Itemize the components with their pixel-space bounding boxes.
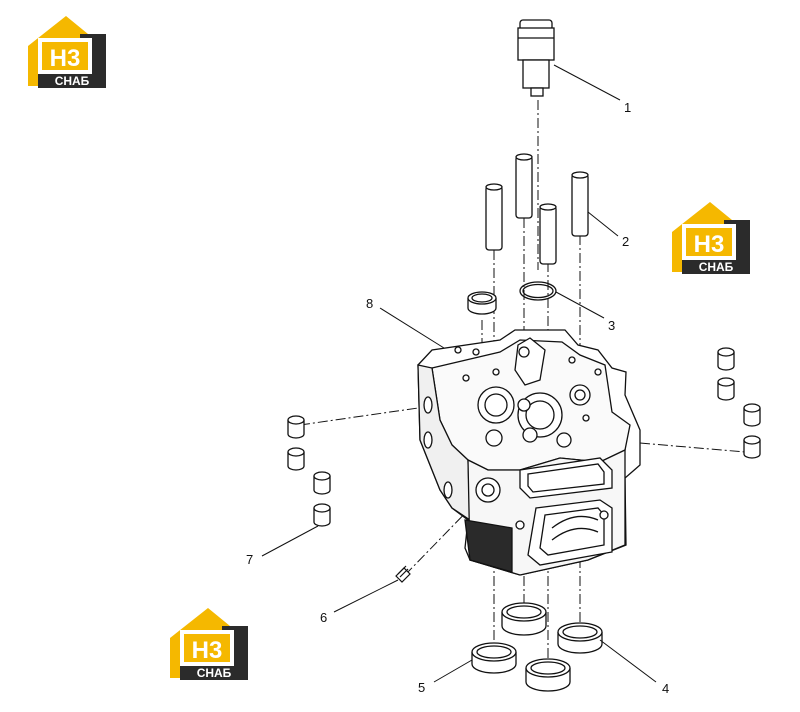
callout-6: 6 xyxy=(320,610,327,625)
cylinder-head xyxy=(417,329,641,576)
o-ring xyxy=(519,281,557,301)
brand-logo: H3 СНАБ xyxy=(672,202,750,274)
svg-text:H3: H3 xyxy=(50,45,81,72)
valve-caps-right xyxy=(717,347,761,459)
valve-seat-rings xyxy=(471,602,603,692)
svg-text:H3: H3 xyxy=(694,231,725,258)
callout-4: 4 xyxy=(662,681,669,696)
callout-7: 7 xyxy=(246,552,253,567)
leader-lines xyxy=(261,64,657,683)
svg-text:СНАБ: СНАБ xyxy=(699,260,734,274)
injector xyxy=(517,19,555,97)
push-rods xyxy=(485,153,589,265)
svg-text:СНАБ: СНАБ xyxy=(55,74,90,88)
callout-5: 5 xyxy=(418,680,425,695)
callout-1: 1 xyxy=(624,100,631,115)
threaded-plug xyxy=(395,565,411,583)
brand-logo: H3 СНАБ xyxy=(28,16,106,88)
svg-text:H3: H3 xyxy=(192,637,223,664)
callout-2: 2 xyxy=(622,234,629,249)
callout-3: 3 xyxy=(608,318,615,333)
valve-caps-left xyxy=(287,415,331,527)
valve-seat-insert xyxy=(467,291,497,315)
brand-logo: H3 СНАБ xyxy=(170,608,248,680)
callout-8: 8 xyxy=(366,296,373,311)
svg-text:СНАБ: СНАБ xyxy=(197,666,232,680)
